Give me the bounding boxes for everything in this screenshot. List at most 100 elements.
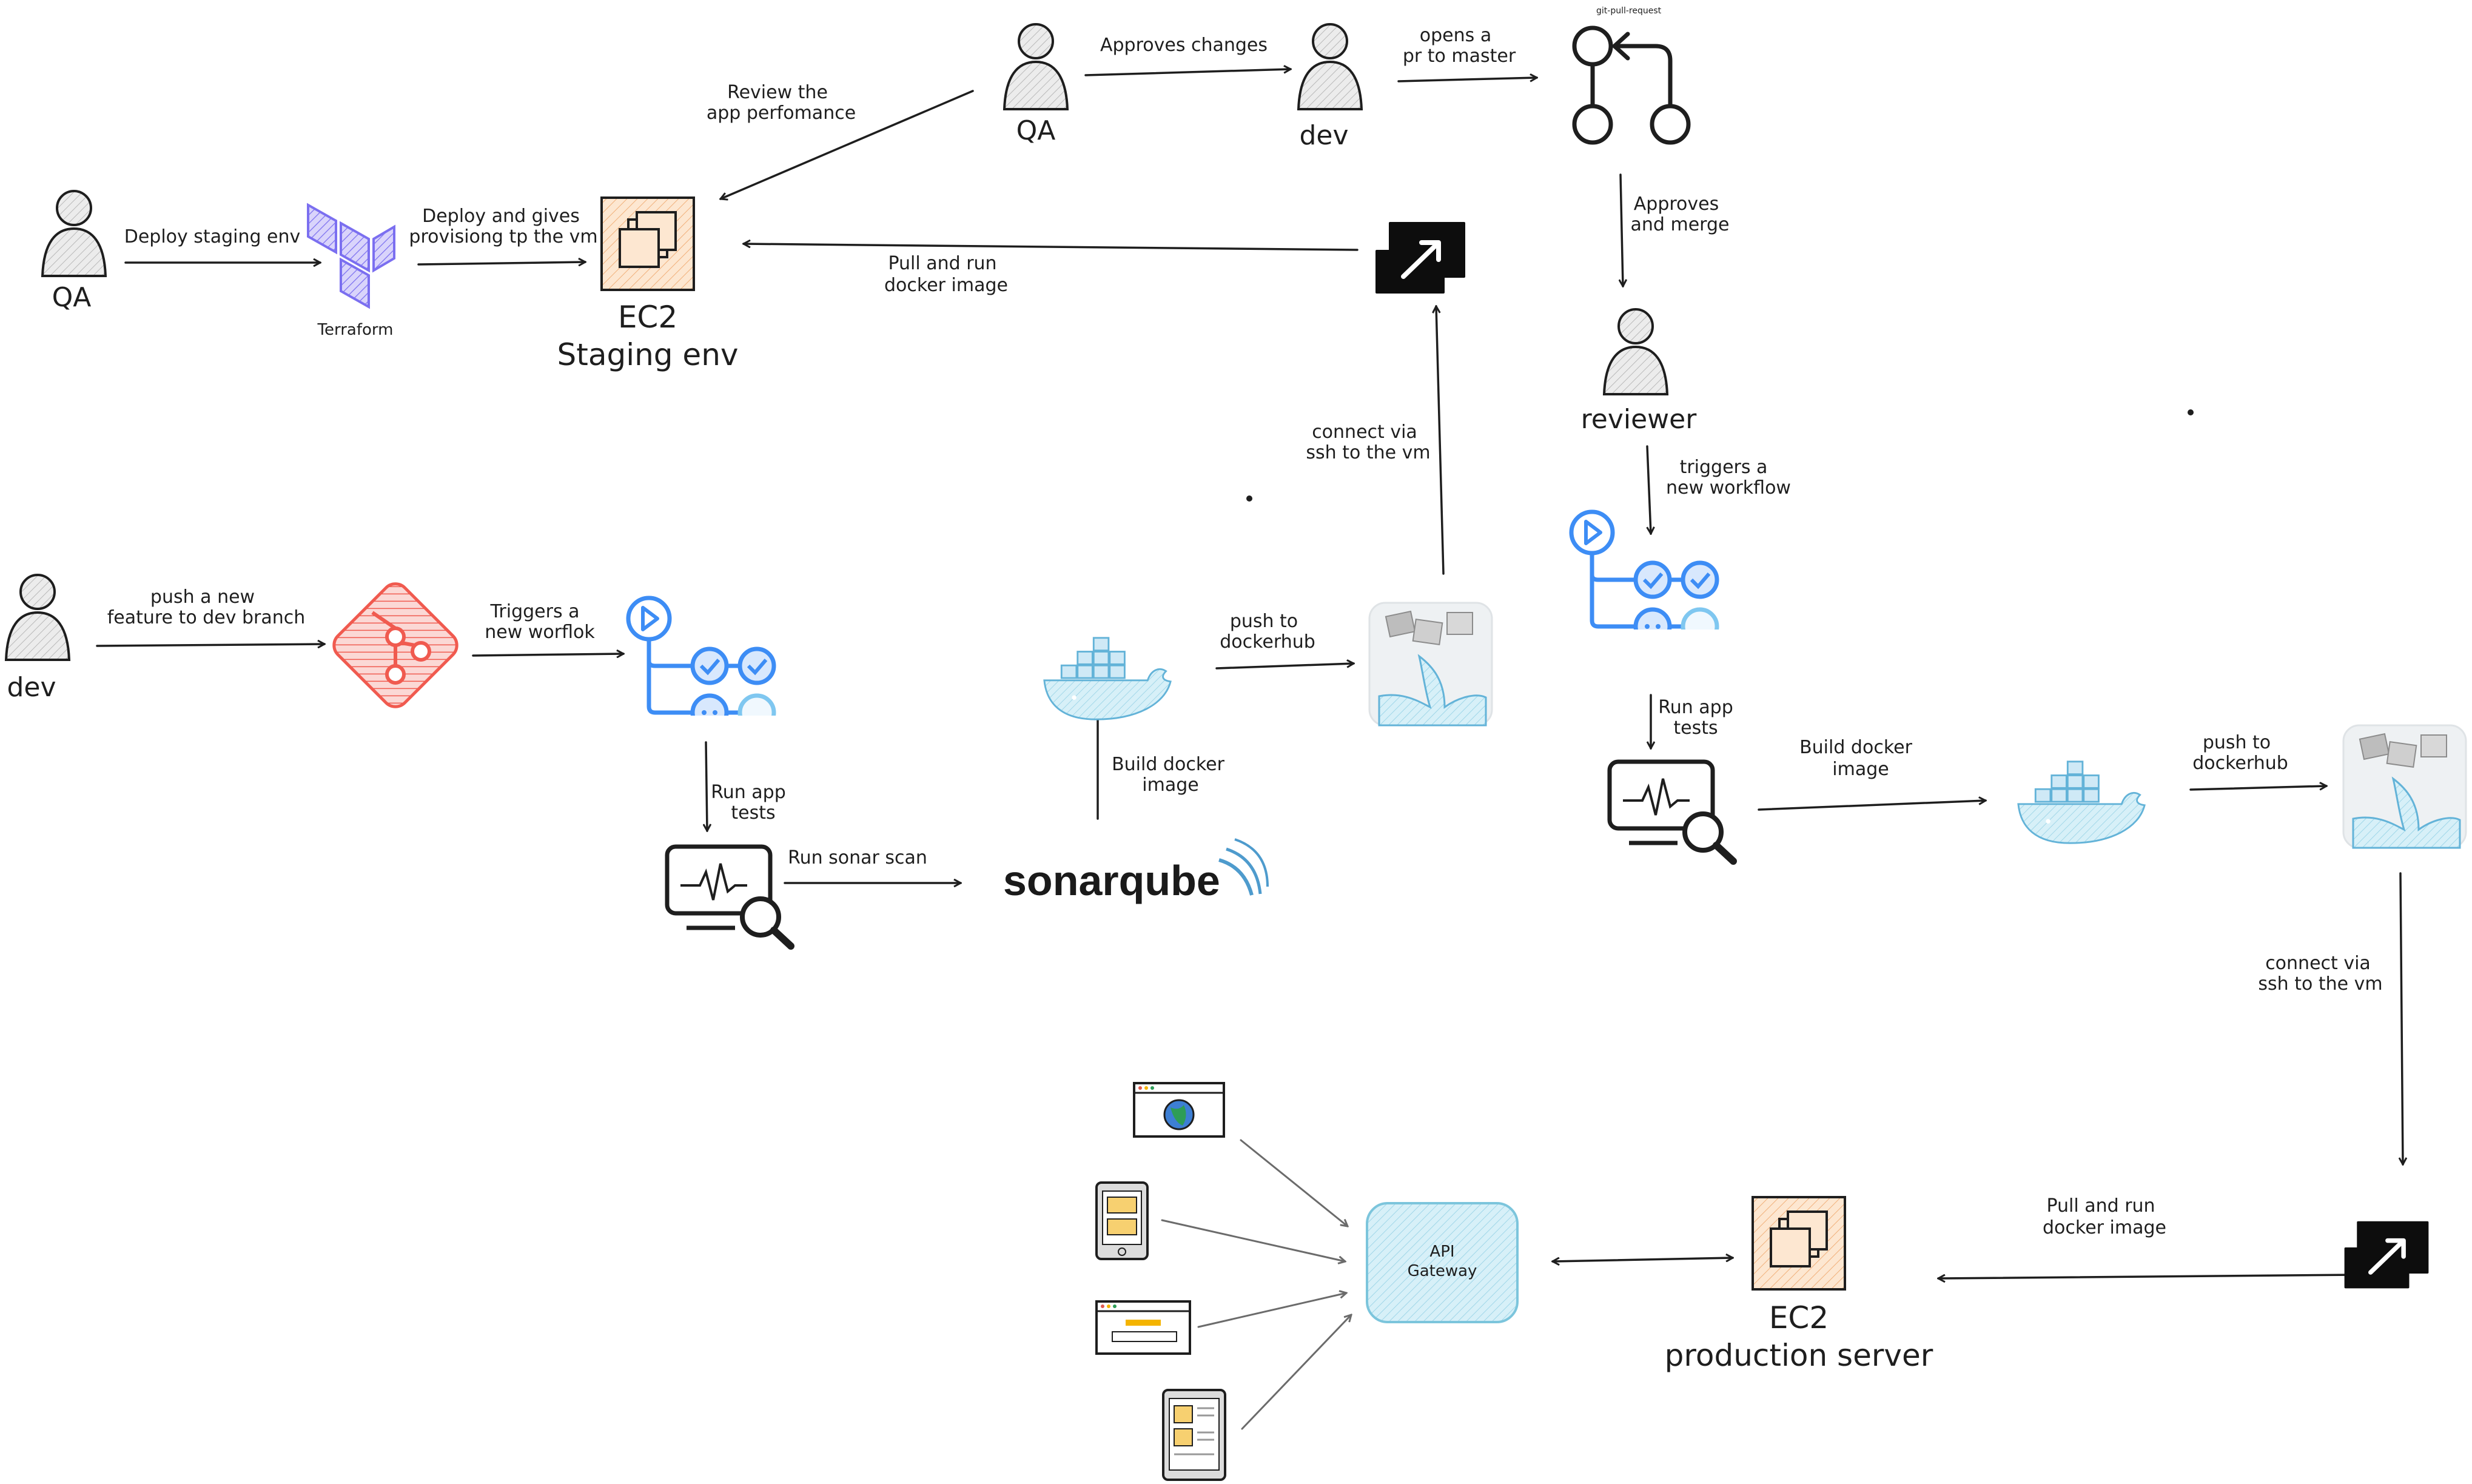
ec2-staging-node: EC2 Staging env bbox=[557, 196, 739, 372]
arrow-browser-to-gateway bbox=[1240, 1139, 1348, 1226]
actor-dev-top: dev bbox=[1297, 23, 1363, 151]
ssh-terminal-icon bbox=[1377, 223, 1464, 292]
arrow-search-to-gateway bbox=[1197, 1293, 1346, 1328]
edge-label: connect via bbox=[1312, 421, 1417, 443]
arrow-tablet-to-gateway bbox=[1241, 1315, 1351, 1430]
edge-label: new workflow bbox=[1666, 477, 1791, 499]
edge-labels: Deploy staging env Deploy and gives prov… bbox=[107, 25, 2383, 1238]
edge-label: docker image bbox=[884, 275, 1008, 296]
arrow-reviewer-to-workflow bbox=[1646, 445, 1651, 534]
edge-label: provisiong tp the vm bbox=[409, 226, 597, 247]
api-gateway-node: API Gateway bbox=[1366, 1202, 1519, 1323]
person-icon bbox=[41, 190, 107, 277]
github-actions-workflow-icon bbox=[1571, 512, 1717, 643]
person-icon bbox=[1603, 308, 1668, 395]
arrow-dockerhub-to-ssh-right bbox=[2400, 872, 2403, 1164]
pull-request-label: git-pull-request bbox=[1596, 6, 1662, 16]
ec2-production-node: EC2 production server bbox=[1665, 1196, 1933, 1373]
ec2-instance-icon bbox=[600, 196, 695, 291]
api-gateway-box bbox=[1366, 1202, 1519, 1323]
arrow-pr-to-reviewer bbox=[1621, 173, 1623, 286]
ssh-terminal-icon bbox=[2346, 1223, 2428, 1288]
ec2-staging-subtitle: Staging env bbox=[557, 337, 739, 372]
ec2-instance-icon bbox=[1752, 1196, 1846, 1291]
edge-label: ssh to the vm bbox=[2258, 973, 2382, 995]
arrow-workflow-to-tests bbox=[706, 741, 707, 831]
actor-dev-left: dev bbox=[5, 574, 70, 703]
arrow-dev-to-pr bbox=[1397, 78, 1537, 82]
google-search-browser-icon bbox=[1095, 1300, 1191, 1355]
edge-label: Run app bbox=[1658, 697, 1733, 718]
arrow-mobile-to-gateway bbox=[1161, 1219, 1345, 1261]
arrow-dockerhub-to-ssh bbox=[1436, 306, 1445, 575]
edge-label: app perfomance bbox=[707, 102, 856, 124]
api-gateway-label: API bbox=[1429, 1243, 1454, 1261]
edge-label: dockerhub bbox=[1220, 631, 1315, 653]
ec2-staging-title: EC2 bbox=[618, 300, 677, 335]
arrow-tests-to-docker-right bbox=[1758, 801, 1986, 811]
dockerhub-icon bbox=[2342, 724, 2467, 849]
arrow-ssh-to-ec2-production bbox=[1938, 1274, 2359, 1278]
ec2-production-subtitle: production server bbox=[1665, 1338, 1933, 1373]
edge-label: image bbox=[1832, 759, 1889, 780]
pull-request-node: git-pull-request bbox=[1572, 6, 1691, 145]
edge-label: push to bbox=[2203, 732, 2271, 753]
arrow-gateway-ec2-bidirectional bbox=[1553, 1258, 1733, 1261]
pull-request-icon bbox=[1572, 25, 1691, 145]
edge-label: Deploy staging env bbox=[124, 226, 301, 247]
dockerhub-icon bbox=[1368, 602, 1493, 727]
browser-globe-icon bbox=[1133, 1082, 1225, 1138]
edge-label: Run app bbox=[711, 782, 786, 803]
edge-label: opens a bbox=[1420, 25, 1491, 46]
edge-label: push a new bbox=[150, 586, 255, 608]
git-icon bbox=[332, 582, 458, 708]
arrow-git-to-workflow bbox=[472, 654, 623, 656]
edge-label: docker image bbox=[2043, 1217, 2166, 1238]
terraform-node: Terraform bbox=[307, 203, 395, 339]
arrow-qa-to-ec2-review bbox=[720, 90, 974, 199]
actor-label: QA bbox=[1016, 115, 1056, 146]
person-icon bbox=[5, 574, 70, 661]
arrow-terraform-to-ec2 bbox=[417, 262, 585, 264]
edge-label: push to bbox=[1230, 611, 1298, 632]
stray-dot bbox=[1246, 495, 1252, 502]
actor-label: reviewer bbox=[1581, 404, 1698, 435]
edge-label: Approves changes bbox=[1100, 35, 1268, 56]
edge-label: new worflok bbox=[485, 622, 595, 643]
actor-qa-top: QA bbox=[1003, 23, 1069, 146]
arrow-qa-to-dev bbox=[1084, 69, 1291, 76]
app-test-monitor-icon bbox=[1610, 762, 1733, 861]
arrow-dev-to-git bbox=[96, 644, 324, 646]
edge-label: feature to dev branch bbox=[107, 607, 306, 628]
api-gateway-label: Gateway bbox=[1408, 1262, 1477, 1280]
edge-label: tests bbox=[1673, 717, 1718, 739]
actor-qa-left: QA bbox=[41, 190, 107, 313]
edge-label: Pull and run bbox=[2046, 1195, 2155, 1217]
arrow-docker-to-dockerhub bbox=[1215, 663, 1354, 670]
arrow-docker-to-dockerhub-right bbox=[2189, 786, 2326, 791]
ec2-production-title: EC2 bbox=[1769, 1300, 1829, 1335]
person-icon bbox=[1297, 23, 1363, 110]
actor-reviewer: reviewer bbox=[1581, 308, 1698, 435]
edge-label: Build docker bbox=[1799, 737, 1912, 758]
edge-label: image bbox=[1142, 774, 1198, 796]
edge-label: Build docker bbox=[1112, 754, 1224, 775]
edge-label: dockerhub bbox=[2192, 753, 2288, 774]
tablet-app-icon bbox=[1162, 1389, 1226, 1481]
terraform-label: Terraform bbox=[317, 321, 394, 339]
edge-label: triggers a bbox=[1680, 457, 1768, 478]
actor-label: dev bbox=[1299, 120, 1348, 151]
app-test-monitor-icon bbox=[667, 847, 791, 946]
person-icon bbox=[1003, 23, 1069, 110]
edge-label: pr to master bbox=[1403, 45, 1516, 67]
actor-label: QA bbox=[52, 282, 92, 313]
edge-label: Deploy and gives bbox=[422, 206, 580, 227]
terraform-icon bbox=[307, 203, 395, 309]
stray-dot bbox=[2188, 409, 2194, 415]
edge-label: Pull and run bbox=[888, 253, 996, 274]
github-actions-workflow-icon bbox=[628, 598, 774, 730]
actor-label: dev bbox=[7, 672, 56, 703]
docker-whale-icon bbox=[2017, 760, 2146, 844]
edge-label: Run sonar scan bbox=[788, 847, 927, 868]
